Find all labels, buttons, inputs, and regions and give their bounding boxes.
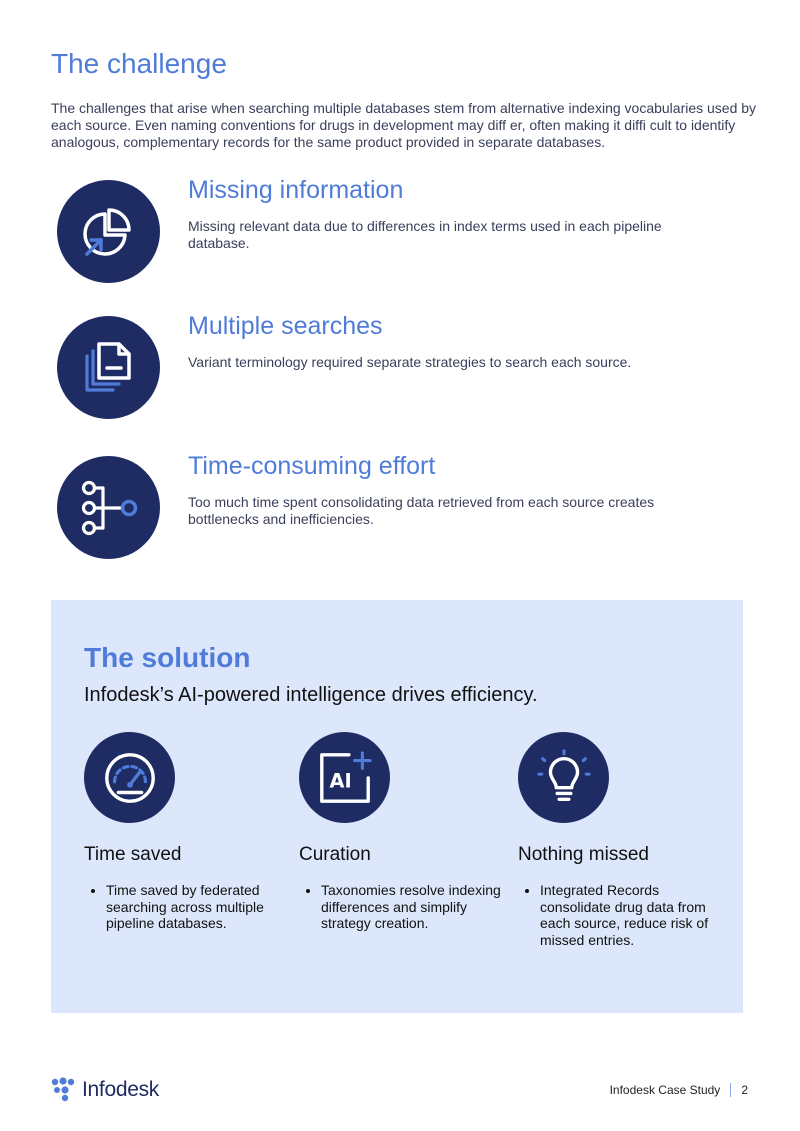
bullet-item: Taxonomies resolve indexing differences …: [321, 882, 511, 932]
item-description: Missing relevant data due to differences…: [188, 218, 662, 251]
speedometer-icon: [84, 732, 175, 823]
infodesk-dots-icon: [51, 1077, 75, 1102]
ai-sparkle-icon: AI: [299, 732, 390, 823]
solution-column-curation: AI Curation Taxonomies resolve indexing …: [299, 732, 514, 931]
item-heading: Missing information: [188, 176, 404, 204]
challenge-intro: The challenges that arise when searching…: [51, 100, 757, 150]
item-description: Too much time spent consolidating data r…: [188, 494, 655, 527]
challenge-item-multiple-searches: Multiple searches Variant terminology re…: [57, 312, 737, 420]
infodesk-logo: Infodesk: [51, 1077, 159, 1103]
column-bullets: Time saved by federated searching across…: [106, 882, 296, 932]
footer-divider: [730, 1083, 732, 1097]
item-description: Variant terminology required separate st…: [188, 354, 632, 370]
footer-meta: Infodesk Case Study 2: [610, 1083, 748, 1097]
brand-wordmark: Infodesk: [82, 1078, 159, 1101]
page-number: 2: [741, 1083, 748, 1097]
item-heading: Multiple searches: [188, 312, 383, 340]
bullet-item: Integrated Records consolidate drug data…: [540, 882, 730, 948]
solution-panel: The solution Infodesk’s AI-powered intel…: [51, 600, 743, 1013]
challenge-title: The challenge: [51, 48, 227, 79]
challenge-item-time-consuming-effort: Time-consuming effort Too much time spen…: [57, 452, 737, 560]
solution-subtitle: Infodesk’s AI-powered intelligence drive…: [84, 684, 538, 706]
column-heading: Curation: [299, 844, 371, 865]
lightbulb-icon: [518, 732, 609, 823]
svg-text:AI: AI: [329, 769, 351, 792]
column-heading: Time saved: [84, 844, 182, 865]
pie-chart-arrow-icon: [57, 180, 160, 283]
solution-column-time-saved: Time saved Time saved by federated searc…: [84, 732, 299, 931]
column-bullets: Integrated Records consolidate drug data…: [540, 882, 730, 948]
solution-title: The solution: [84, 642, 251, 673]
stacked-documents-icon: [57, 316, 160, 419]
solution-column-nothing-missed: Nothing missed Integrated Records consol…: [518, 732, 733, 948]
workflow-merge-icon: [57, 456, 160, 559]
challenge-item-missing-information: Missing information Missing relevant dat…: [57, 176, 737, 284]
item-heading: Time-consuming effort: [188, 452, 436, 480]
footer-label: Infodesk Case Study: [609, 1083, 721, 1097]
column-heading: Nothing missed: [518, 844, 649, 865]
column-bullets: Taxonomies resolve indexing differences …: [321, 882, 511, 932]
bullet-item: Time saved by federated searching across…: [106, 882, 296, 932]
